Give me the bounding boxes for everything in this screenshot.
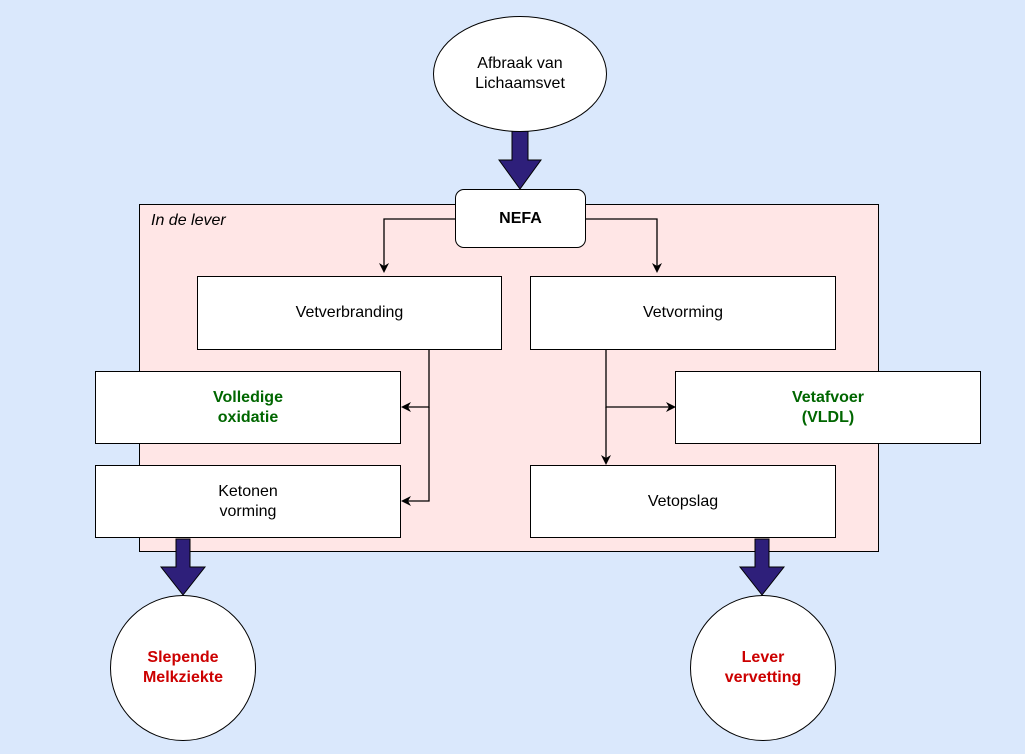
big-arrow-vetopslag-to-vervetting — [738, 538, 786, 596]
connector-nefa-vetverbranding — [379, 218, 456, 273]
node-vetvorming: Vetvorming — [530, 276, 836, 350]
region-label: In de lever — [151, 212, 226, 229]
node-lever-vervetting: Lever vervetting — [690, 595, 836, 741]
node-afbraak-lichaamsvet: Afbraak van Lichaamsvet — [433, 16, 607, 132]
node-slepende-melkziekte: Slepende Melkziekte — [110, 595, 256, 741]
node-vetverbranding: Vetverbranding — [197, 276, 502, 350]
connector-vetvorming-vetafvoer — [605, 349, 676, 412]
connector-nefa-vetvorming — [585, 218, 662, 273]
connector-vetverbranding-ketonen — [401, 407, 430, 506]
node-volledige-oxidatie: Volledige oxidatie — [95, 371, 401, 444]
node-nefa: NEFA — [455, 189, 586, 248]
node-vetopslag: Vetopslag — [530, 465, 836, 538]
connector-vetverbranding-oxidatie — [401, 349, 430, 412]
node-vetafvoer-vldl: Vetafvoer (VLDL) — [675, 371, 981, 444]
big-arrow-start-to-nefa — [498, 130, 542, 190]
big-arrow-ketonen-to-melkziekte — [159, 538, 207, 596]
node-ketonen-vorming: Ketonen vorming — [95, 465, 401, 538]
